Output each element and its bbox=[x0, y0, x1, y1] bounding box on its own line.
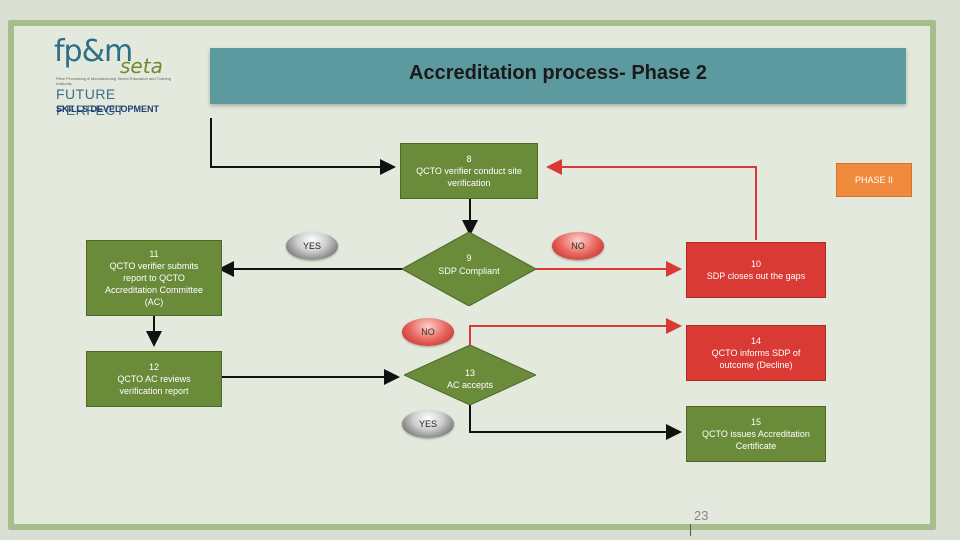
yes-pill-1: YES bbox=[286, 232, 338, 260]
step-9-text: SDP Compliant bbox=[438, 266, 500, 276]
page-title: Accreditation process- Phase 2 bbox=[409, 62, 707, 84]
title-banner: Accreditation process- Phase 2 bbox=[210, 48, 906, 104]
step-14-box: 14 QCTO informs SDP of outcome (Decline) bbox=[686, 325, 826, 381]
arrow-step10-to-step8 bbox=[546, 159, 757, 240]
step-13-diamond-shape bbox=[404, 345, 536, 405]
step-12-text: QCTO AC reviews verification report bbox=[117, 374, 191, 396]
step-14-number: 14 bbox=[750, 336, 761, 346]
step-8-text: QCTO verifier conduct site verification bbox=[416, 166, 522, 188]
page-number: 23 bbox=[694, 508, 709, 523]
arrow-step13-to-step14 bbox=[469, 318, 682, 345]
step-12-box: 12 QCTO AC reviews verification report bbox=[86, 351, 222, 407]
step-9-diamond: 9 SDP Compliant bbox=[402, 232, 536, 306]
page-divider bbox=[690, 524, 691, 536]
phase-badge: PHASE II bbox=[836, 163, 912, 197]
step-15-number: 15 bbox=[750, 417, 761, 427]
step-15-text: QCTO issues Accreditation Certificate bbox=[702, 429, 810, 451]
no-pill-2: NO bbox=[402, 318, 454, 346]
step-14-text: QCTO informs SDP of outcome (Decline) bbox=[711, 348, 801, 370]
step-9-number: 9 bbox=[466, 253, 472, 263]
fpm-seta-logo: fp&m seta Fibre Processing & Manufacturi… bbox=[54, 32, 184, 118]
step-10-text: SDP closes out the gaps bbox=[706, 271, 806, 281]
arrow-step13-to-step15 bbox=[469, 405, 682, 440]
step-8-box: 8 QCTO verifier conduct site verificatio… bbox=[400, 143, 538, 199]
logo-seta-text: seta bbox=[120, 54, 163, 78]
step-15-box: 15 QCTO issues Accreditation Certificate bbox=[686, 406, 826, 462]
step-11-text: QCTO verifier submits report to QCTO Acc… bbox=[104, 261, 204, 307]
step-13-text: AC accepts bbox=[446, 380, 494, 390]
step-11-box: 11 QCTO verifier submits report to QCTO … bbox=[86, 240, 222, 316]
arrow-start-to-step8 bbox=[210, 118, 396, 175]
logo-skills-development: SKILLS DEVELOPMENT bbox=[56, 104, 160, 114]
logo-future-perfect: FUTURE PERFECT bbox=[56, 86, 125, 118]
step-12-number: 12 bbox=[148, 362, 159, 372]
yes-pill-2: YES bbox=[402, 410, 454, 438]
logo-fpm-text: fp&m bbox=[54, 34, 133, 69]
step-11-number: 11 bbox=[149, 249, 159, 259]
step-10-number: 10 bbox=[750, 259, 761, 269]
step-9-diamond-shape bbox=[402, 232, 536, 306]
step-13-number: 13 bbox=[464, 368, 475, 378]
step-10-box: 10 SDP closes out the gaps bbox=[686, 242, 826, 298]
logo-tagline: Fibre Processing & Manufacturing Sector … bbox=[56, 76, 171, 86]
no-pill-1: NO bbox=[552, 232, 604, 260]
phase-label: PHASE II bbox=[854, 175, 893, 185]
step-13-diamond: 13 AC accepts bbox=[404, 345, 536, 405]
step-8-number: 8 bbox=[466, 154, 472, 164]
